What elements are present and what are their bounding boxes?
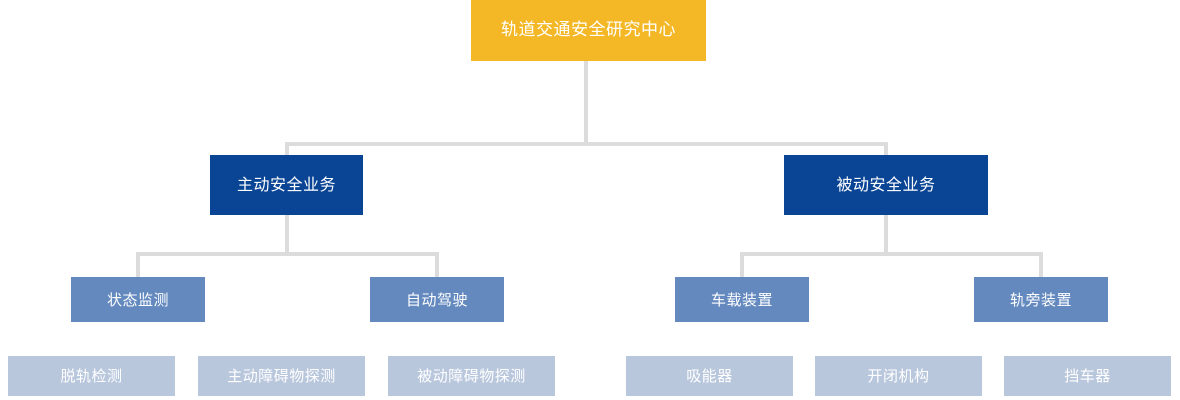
connector-root-stem [584,61,588,146]
connector-active-stem [285,215,289,254]
connector-passive-stem [884,215,888,254]
connector-level2-right-drop [884,142,888,157]
node-passive-safety-business[interactable]: 被动安全业务 [784,155,988,215]
node-onboard-device[interactable]: 车载装置 [675,277,809,322]
connector-active-left-drop [136,252,140,279]
node-condition-monitoring[interactable]: 状态监测 [71,277,205,322]
node-active-obstacle-detection[interactable]: 主动障碍物探测 [198,356,365,396]
connector-passive-left-drop [740,252,744,279]
node-passive-obstacle-detection[interactable]: 被动障碍物探测 [388,356,555,396]
connector-active-bar [136,252,439,256]
node-autonomous-driving[interactable]: 自动驾驶 [370,277,504,322]
node-opening-closing-mechanism[interactable]: 开闭机构 [815,356,982,396]
node-root-research-center[interactable]: 轨道交通安全研究中心 [471,0,706,61]
node-derailment-detection[interactable]: 脱轨检测 [8,356,175,396]
node-energy-absorber[interactable]: 吸能器 [626,356,793,396]
connector-level2-left-drop [285,142,289,157]
node-buffer-stop[interactable]: 挡车器 [1004,356,1171,396]
connector-passive-bar [740,252,1043,256]
connector-passive-right-drop [1039,252,1043,279]
connector-active-right-drop [435,252,439,279]
node-active-safety-business[interactable]: 主动安全业务 [210,155,363,215]
connector-level2-bar [285,142,888,146]
node-trackside-device[interactable]: 轨旁装置 [974,277,1108,322]
